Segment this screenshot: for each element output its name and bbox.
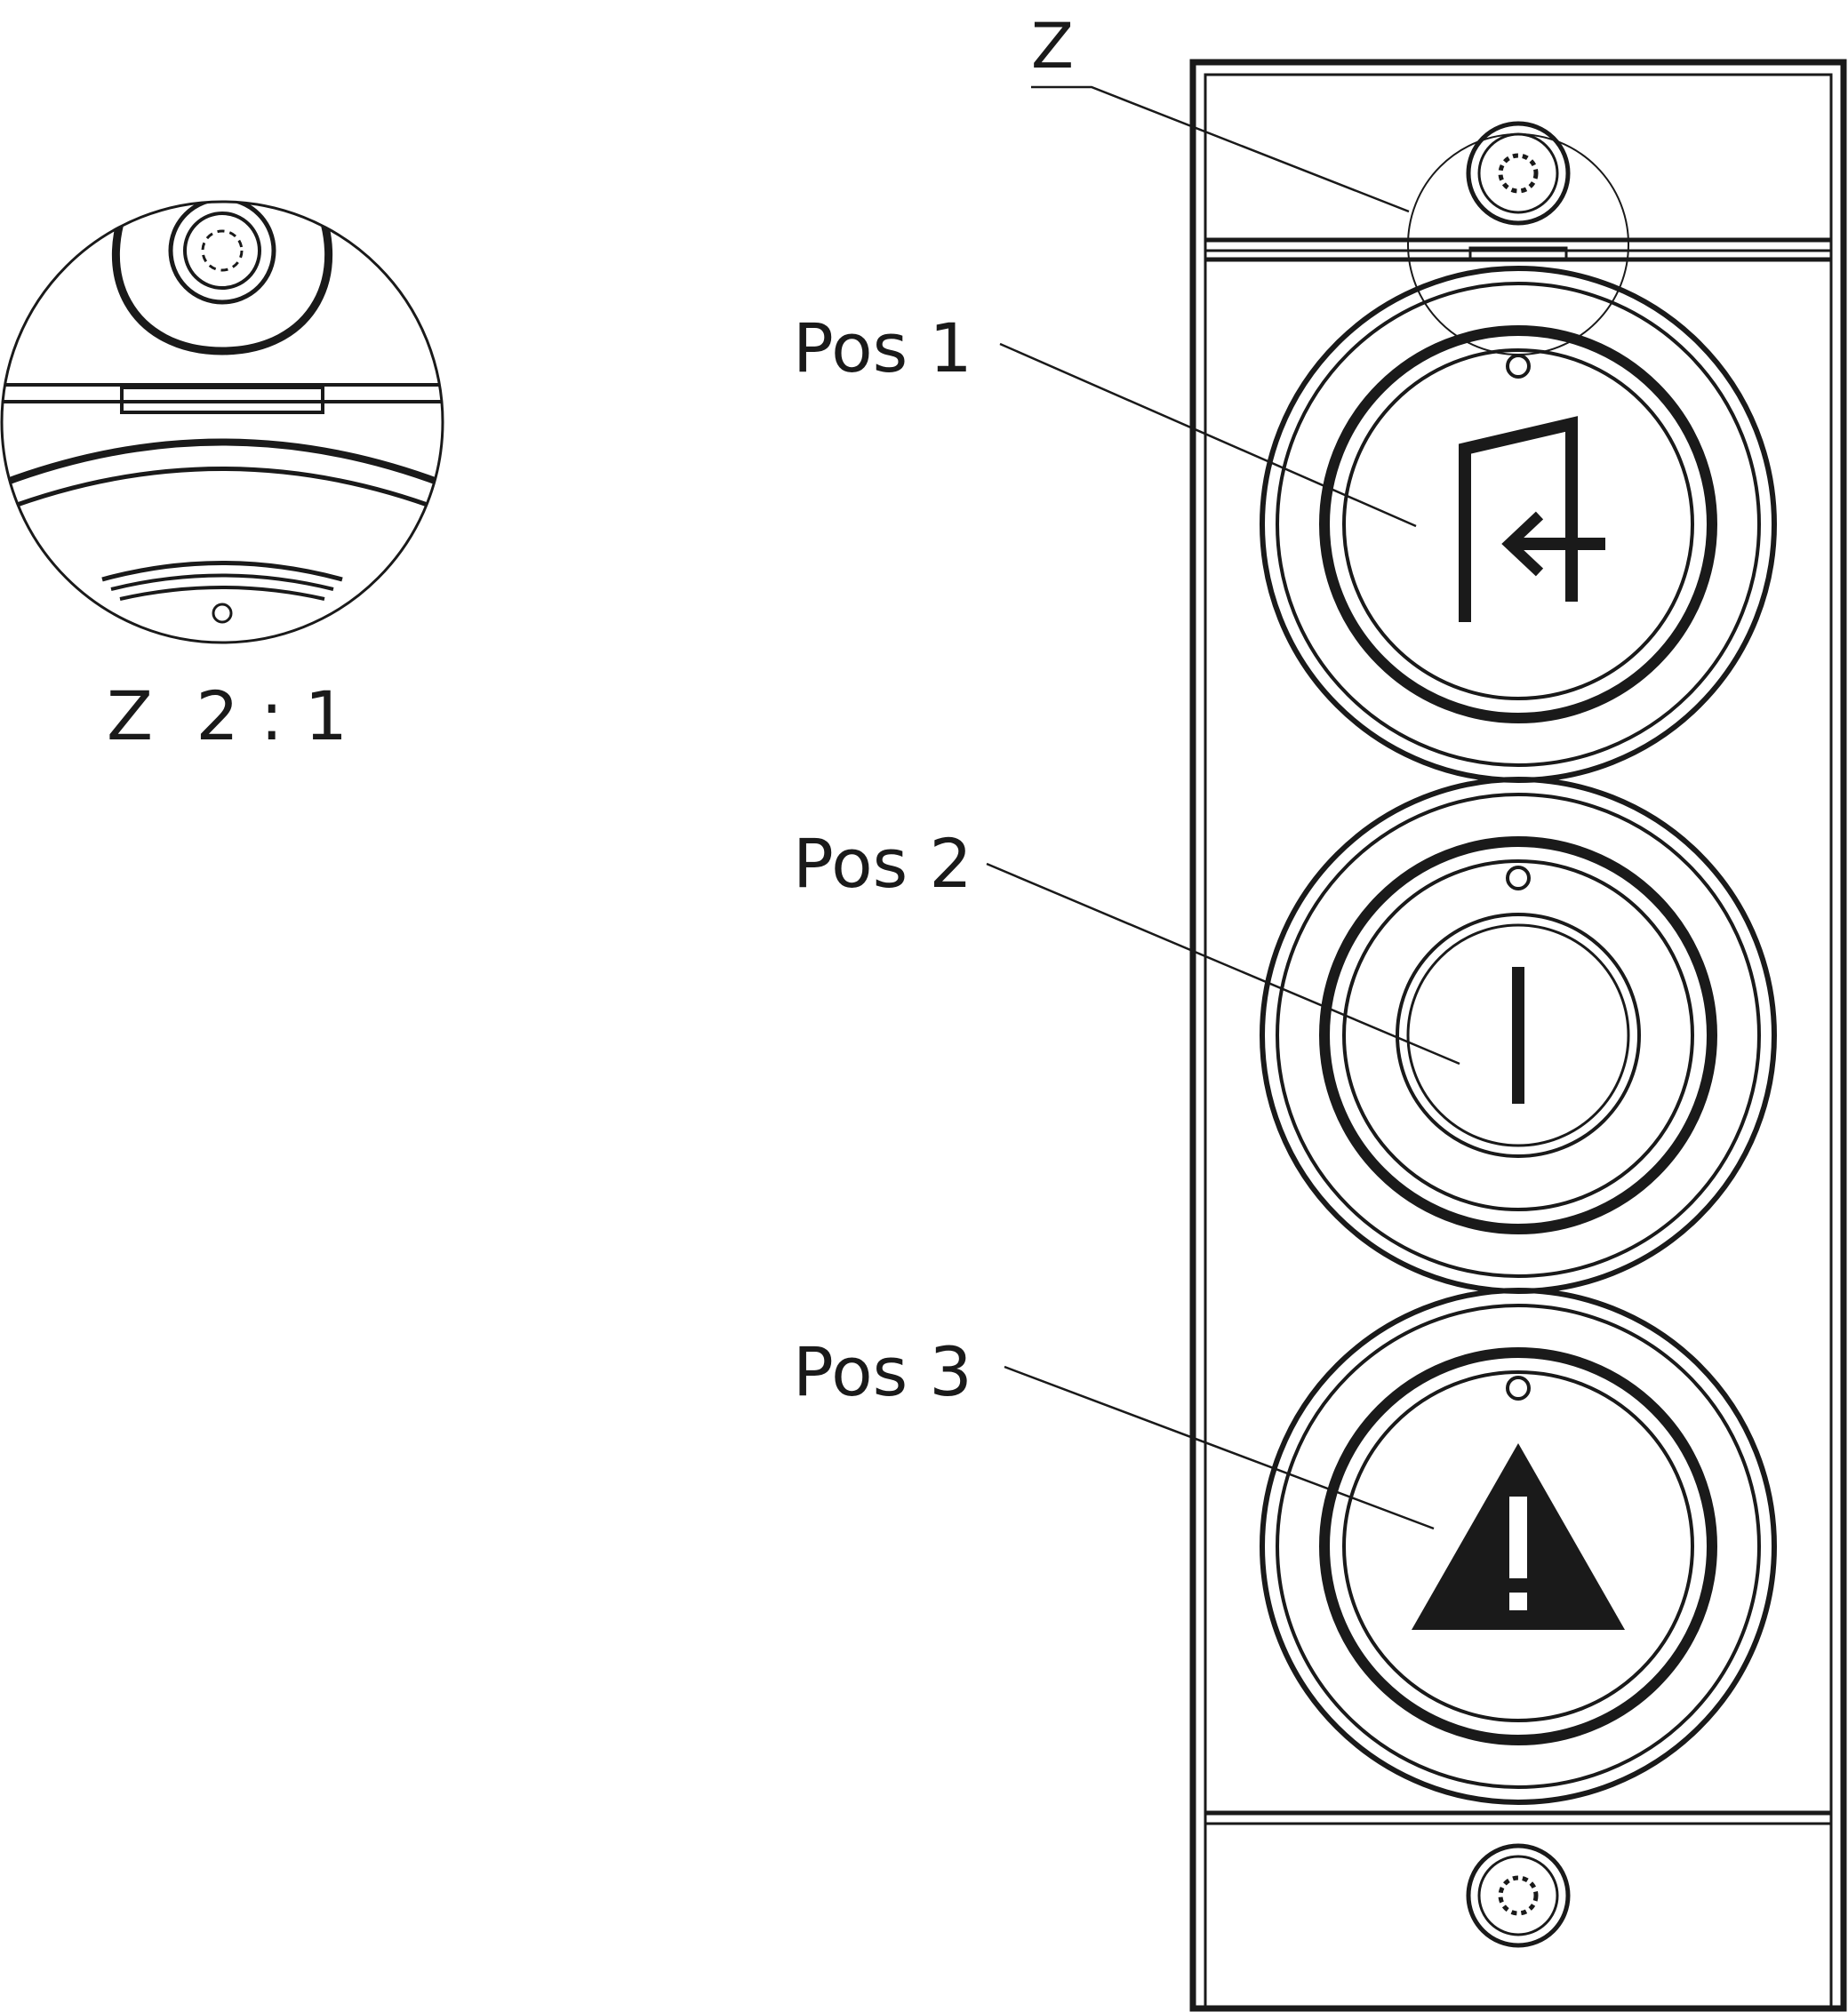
detail-screw-recess <box>111 202 333 355</box>
detail-label-slot <box>120 386 324 414</box>
detail-torx-screw-icon <box>168 202 276 305</box>
button-pos1[interactable] <box>1260 266 1777 783</box>
detail-marker-label: Z <box>1031 10 1074 83</box>
button-pos3[interactable] <box>1260 1288 1777 1805</box>
top-torx-screw-icon <box>1466 121 1571 226</box>
warning-triangle-icon <box>1412 1443 1625 1630</box>
callout-pos2: Pos 2 <box>793 824 972 903</box>
callout-pos3: Pos 3 <box>793 1332 972 1411</box>
leader-lines <box>986 85 1460 1530</box>
door-exit-arrow-icon <box>1459 416 1605 622</box>
bottom-torx-screw-icon <box>1466 1843 1571 1948</box>
button-panel: Z Pos 1 Pos 2 Pos 3 <box>793 10 1847 2012</box>
button-pos2[interactable] <box>1260 777 1777 1294</box>
callout-pos1: Pos 1 <box>793 308 972 387</box>
detail-z-marker <box>1407 133 1629 355</box>
detail-view-z: Z 2 : 1 <box>0 200 444 755</box>
detail-caption: Z 2 : 1 <box>107 676 348 755</box>
